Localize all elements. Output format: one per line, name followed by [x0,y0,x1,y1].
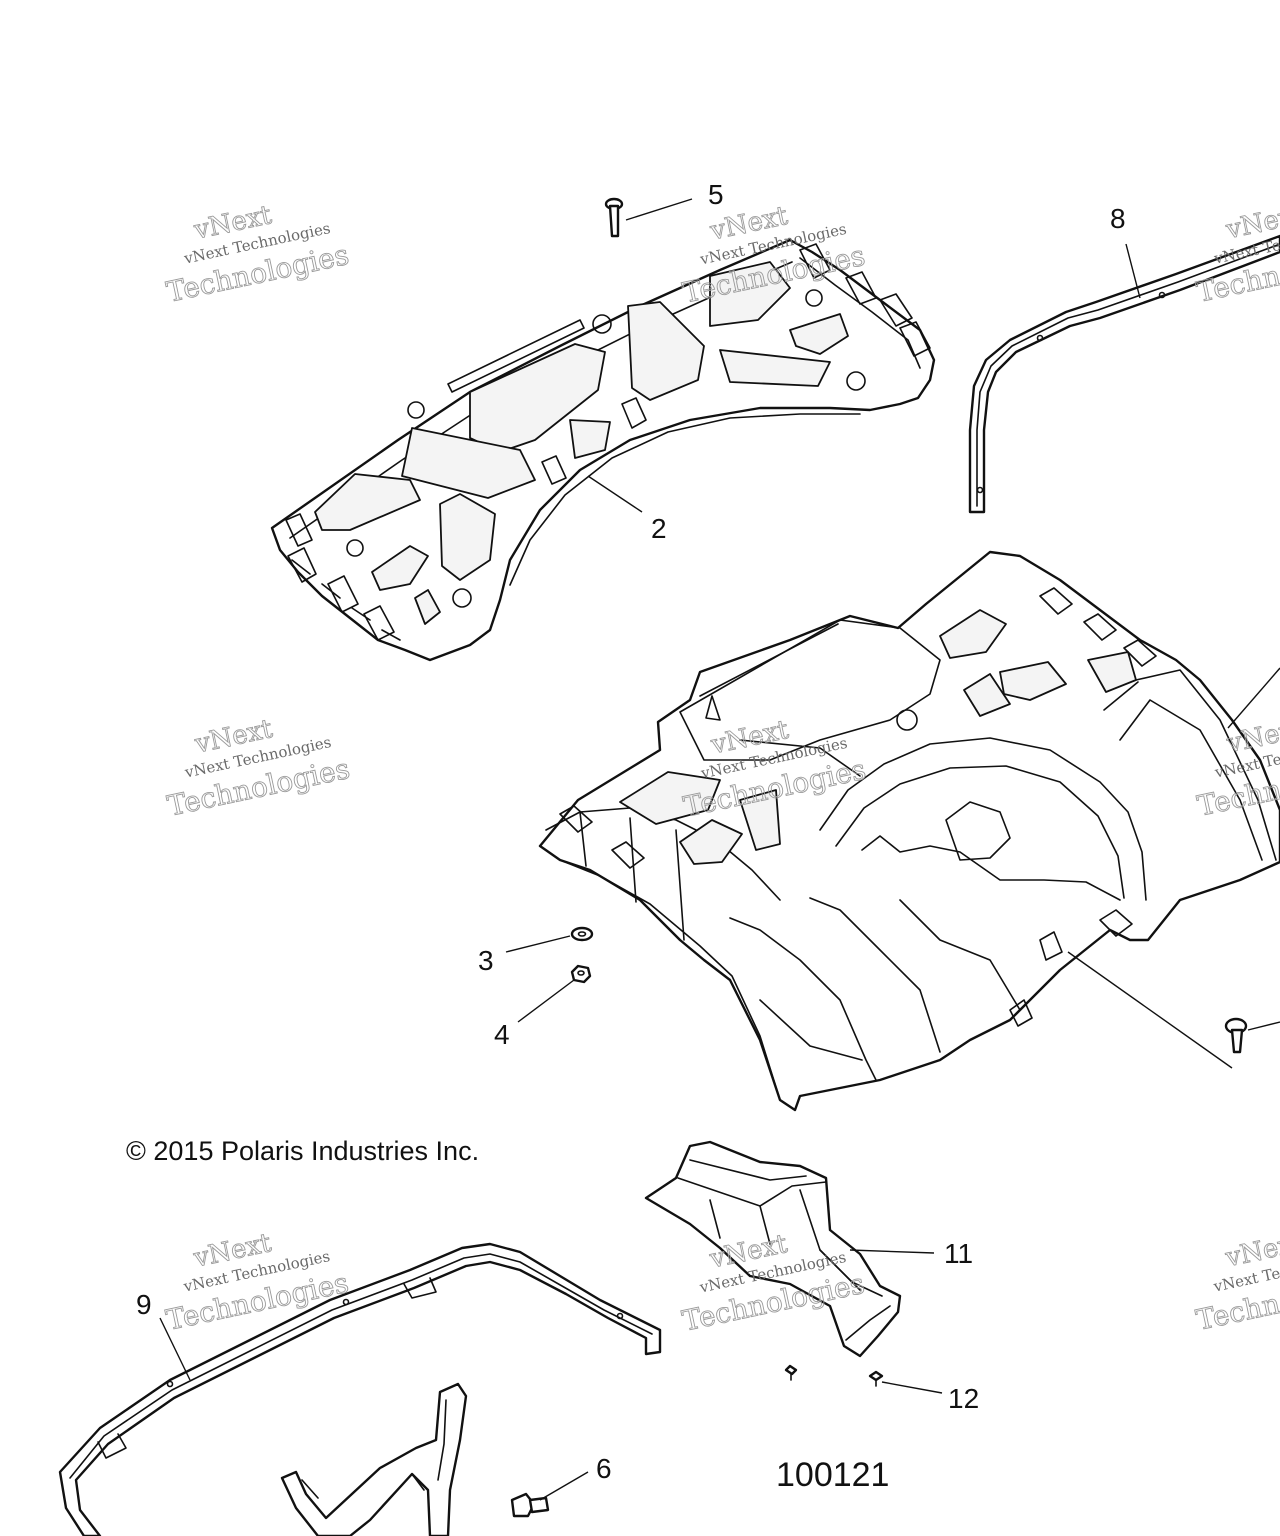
part-2-rear-rack[interactable] [270,238,936,662]
support-bracket[interactable] [280,1382,468,1536]
drawing-number: 100121 [776,1456,890,1494]
watermark-bottom-center: vNext vNext Technologies Technologies [679,1228,868,1338]
callout-9: 9 [136,1289,152,1320]
callout-11: 11 [944,1238,973,1269]
part-4-nut[interactable] [570,964,592,984]
callout-6: 6 [596,1453,612,1484]
part-8-right-rail[interactable] [968,234,1280,514]
callout-2: 2 [651,513,667,544]
callout-5: 5 [708,179,724,210]
part-9-left-rail[interactable] [58,1242,662,1536]
callout-3: 3 [478,945,494,976]
part-5-bolt[interactable] [604,197,624,238]
copyright-notice: © 2015 Polaris Industries Inc. [126,1136,480,1166]
part-11-mud-flap[interactable] [644,1140,902,1358]
watermark-mid-left: vNext vNext Technologies Technologies [164,714,353,824]
watermark-top-right: vNext vNext Technologies Technologies [1193,199,1280,309]
watermark-top-left: vNext vNext Technologies Technologies [163,200,352,310]
callout-12: 12 [948,1383,979,1414]
part-12-screws[interactable] [784,1364,884,1387]
callout-8: 8 [1110,203,1126,234]
part-3-washer[interactable] [570,926,594,942]
callout-4: 4 [494,1019,510,1050]
push-rivet[interactable] [1224,1017,1248,1054]
part-6-fastener[interactable] [510,1492,550,1518]
watermark-bottom-right: vNext vNext Technologies Technologies [1193,1227,1280,1337]
rear-fender-body[interactable] [538,550,1280,1112]
